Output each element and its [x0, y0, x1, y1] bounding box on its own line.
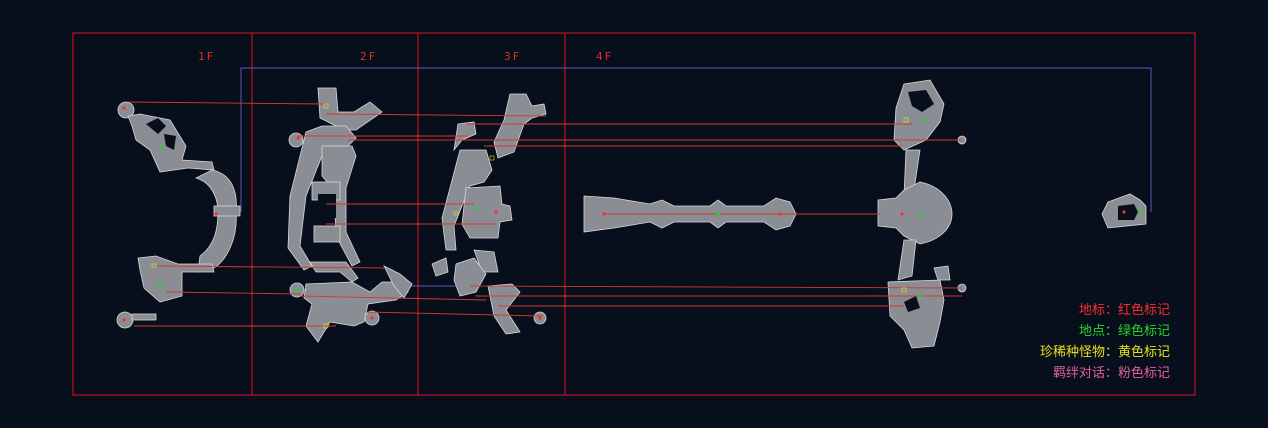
- map-room: [493, 93, 547, 159]
- legend-location: 地点：绿色标记: [1078, 324, 1170, 339]
- floor-3f-map: [431, 93, 547, 335]
- location-marker: [1138, 210, 1142, 214]
- location-marker: [160, 146, 164, 150]
- floor-1f-map: [116, 101, 241, 329]
- location-marker: [158, 282, 162, 286]
- map-room: [453, 257, 487, 297]
- map-void: [164, 134, 176, 150]
- landmark-marker: [296, 136, 300, 140]
- floor-connectors: [129, 101, 963, 327]
- landmark-marker: [494, 210, 498, 214]
- map-void: [904, 296, 920, 312]
- floor-label-3f: 3F: [504, 50, 521, 63]
- legend-rare-monster: 珍稀种怪物：黄色标记: [1039, 345, 1170, 360]
- location-marker: [922, 118, 926, 122]
- rare-monster-marker: [453, 211, 459, 216]
- location-marker: [296, 288, 300, 292]
- map-frame: [72, 32, 1196, 396]
- map-room: [117, 101, 135, 119]
- location-marker: [716, 212, 720, 216]
- rare-monster-marker: [489, 155, 495, 161]
- map-room: [461, 185, 513, 239]
- landmark-marker: [602, 212, 606, 216]
- map-room: [441, 149, 493, 251]
- floor-label-1f: 1F: [198, 50, 215, 63]
- landmark-marker: [214, 212, 218, 216]
- landmark-marker: [122, 318, 126, 322]
- landmark-marker: [900, 212, 904, 216]
- map-room: [287, 125, 357, 271]
- map-room: [383, 265, 413, 299]
- landmark-marker: [538, 316, 542, 320]
- landmark-marker: [1122, 210, 1126, 214]
- rare-monster-marker: [151, 263, 157, 268]
- rare-monster-marker: [323, 323, 329, 329]
- rare-monster-marker: [903, 117, 909, 123]
- map-room: [317, 87, 383, 131]
- map-markers: [122, 103, 1142, 329]
- map-room: [137, 255, 215, 303]
- location-marker: [920, 212, 924, 216]
- map-room: [887, 279, 945, 349]
- map-room: [897, 239, 917, 281]
- map-room: [194, 169, 237, 273]
- map-room: [893, 79, 945, 151]
- floor-2f-map: [287, 87, 413, 343]
- floor-label-2f: 2F: [360, 50, 377, 63]
- map-room: [131, 313, 157, 321]
- floor-label-4f: 4F: [596, 50, 613, 63]
- location-marker: [474, 206, 478, 210]
- map-room: [288, 132, 304, 148]
- map-room: [933, 265, 951, 281]
- floor-link-line: [240, 67, 1152, 212]
- map-void: [908, 90, 934, 112]
- map-room: [313, 225, 341, 243]
- rare-monster-marker: [901, 287, 907, 293]
- map-void: [1118, 204, 1138, 220]
- landmark-marker: [122, 106, 126, 110]
- map-room: [303, 281, 409, 343]
- legend-bond-dialogue: 羁绊对话：粉色标记: [1052, 366, 1170, 381]
- map-room: [487, 283, 521, 335]
- map-room: [213, 205, 241, 217]
- map-room: [877, 181, 953, 245]
- landmark-marker: [370, 316, 374, 320]
- rare-monster-marker: [323, 103, 329, 109]
- legend-landmark: 地标：红色标记: [1078, 303, 1170, 318]
- map-room: [431, 257, 449, 277]
- landmark-marker: [778, 212, 782, 216]
- map-void: [318, 194, 336, 218]
- map-void: [146, 118, 166, 134]
- map-legend: 地标：红色标记 地点：绿色标记 珍稀种怪物：黄色标记 羁绊对话：粉色标记: [1040, 300, 1170, 384]
- map-room: [309, 261, 359, 283]
- location-marker: [918, 294, 922, 298]
